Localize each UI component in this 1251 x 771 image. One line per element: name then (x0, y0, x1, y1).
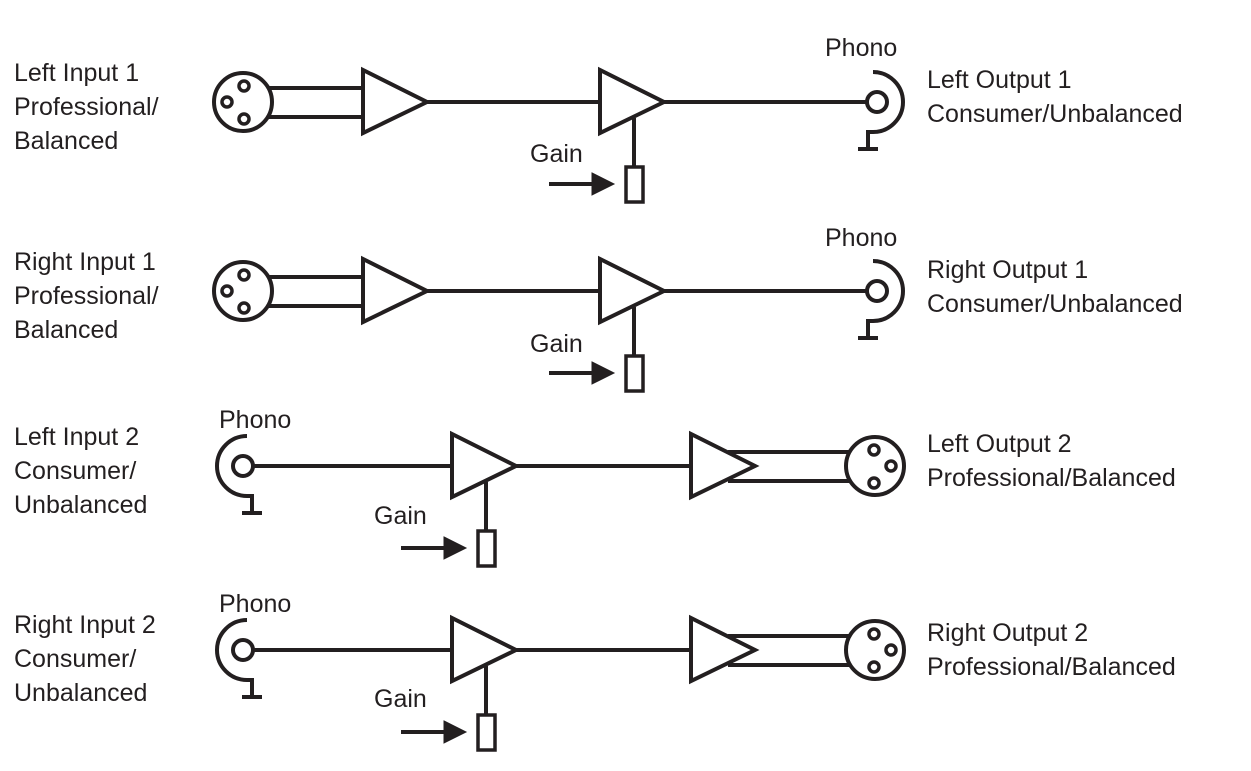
xlr-pin (237, 79, 251, 93)
input-type-2: Balanced (14, 127, 119, 155)
channel-row-right-1 (212, 255, 905, 393)
phono-shell (215, 434, 254, 513)
xlr-body (844, 435, 906, 497)
input-type-2: Unbalanced (14, 679, 148, 707)
phono-jack-icon (858, 70, 905, 151)
gain-amplifier-icon (598, 66, 669, 137)
channel-row-right-2 (215, 614, 906, 752)
xlr-pin (220, 95, 234, 109)
phono-label: Phono (825, 224, 898, 252)
input-label-left-1: Left Input 1 Professional/ Balanced (14, 56, 159, 158)
input-type: Consumer/ (14, 645, 137, 673)
gain-pot-icon (624, 354, 645, 393)
gain-label: Gain (530, 140, 583, 168)
xlr-pin (867, 476, 881, 490)
balanced-receiver-icon (361, 255, 432, 326)
output-type: Consumer/Unbalanced (927, 100, 1183, 128)
phono-center (231, 638, 255, 662)
xlr-pin (867, 443, 881, 457)
balanced-driver-icon (689, 614, 760, 685)
xlr-pin (867, 627, 881, 641)
channel-row-left-2 (215, 430, 906, 568)
phono-shell (866, 259, 905, 338)
phono-jack-icon (215, 618, 262, 699)
input-label-right-2: Right Input 2 Consumer/ Unbalanced (14, 608, 156, 710)
input-type: Professional/ (14, 93, 159, 121)
xlr-connector-icon (844, 435, 906, 497)
output-name: Right Output 1 (927, 256, 1089, 284)
gain-amplifier-icon (450, 430, 521, 501)
output-type: Professional/Balanced (927, 653, 1176, 681)
output-label-left-1: Left Output 1 Consumer/Unbalanced (927, 63, 1183, 131)
xlr-pin (884, 459, 898, 473)
xlr-pin (237, 301, 251, 315)
output-label-right-2: Right Output 2 Professional/Balanced (927, 616, 1176, 684)
gain-amplifier-icon (598, 255, 669, 326)
balanced-driver-icon (689, 430, 760, 501)
phono-label: Phono (825, 34, 898, 62)
balanced-receiver-icon (361, 66, 432, 137)
phono-center (231, 454, 255, 478)
output-name: Right Output 2 (927, 619, 1089, 647)
input-name: Right Input 1 (14, 248, 156, 276)
gain-pot-icon (476, 713, 497, 752)
output-name: Left Output 1 (927, 66, 1072, 94)
xlr-pin (237, 268, 251, 282)
phono-shell (215, 618, 254, 697)
xlr-body (212, 71, 274, 133)
gain-label: Gain (530, 330, 583, 358)
arrow-head-icon (443, 536, 468, 560)
input-name: Left Input 1 (14, 59, 140, 87)
phono-label: Phono (219, 590, 292, 618)
gain-amplifier-icon (450, 614, 521, 685)
xlr-pin (867, 660, 881, 674)
channel-row-left-1 (212, 66, 905, 204)
xlr-connector-icon (212, 260, 274, 322)
input-type: Consumer/ (14, 457, 137, 485)
xlr-connector-icon (844, 619, 906, 681)
gain-control (549, 307, 645, 393)
phono-shell (866, 70, 905, 149)
phono-center (865, 279, 889, 303)
arrow-head-icon (443, 720, 468, 744)
input-type-2: Unbalanced (14, 491, 148, 519)
output-name: Left Output 2 (927, 430, 1072, 458)
output-type: Consumer/Unbalanced (927, 290, 1183, 318)
input-name: Right Input 2 (14, 611, 156, 639)
gain-control (401, 666, 497, 752)
input-name: Left Input 2 (14, 423, 140, 451)
xlr-connector-icon (212, 71, 274, 133)
phono-center (865, 90, 889, 114)
xlr-pin (237, 112, 251, 126)
output-type: Professional/Balanced (927, 464, 1176, 492)
input-type-2: Balanced (14, 316, 119, 344)
xlr-pin (220, 284, 234, 298)
gain-label: Gain (374, 502, 427, 530)
gain-control (549, 118, 645, 204)
output-label-right-1: Right Output 1 Consumer/Unbalanced (927, 253, 1183, 321)
input-type: Professional/ (14, 282, 159, 310)
xlr-body (212, 260, 274, 322)
phono-label: Phono (219, 406, 292, 434)
input-label-left-2: Left Input 2 Consumer/ Unbalanced (14, 420, 147, 522)
output-label-left-2: Left Output 2 Professional/Balanced (927, 427, 1176, 495)
phono-jack-icon (858, 259, 905, 340)
xlr-pin (884, 643, 898, 657)
arrow-head-icon (591, 172, 616, 196)
arrow-head-icon (591, 361, 616, 385)
input-label-right-1: Right Input 1 Professional/ Balanced (14, 245, 159, 347)
gain-pot-icon (476, 529, 497, 568)
gain-pot-icon (624, 165, 645, 204)
gain-control (401, 482, 497, 568)
xlr-body (844, 619, 906, 681)
gain-label: Gain (374, 685, 427, 713)
phono-jack-icon (215, 434, 262, 515)
